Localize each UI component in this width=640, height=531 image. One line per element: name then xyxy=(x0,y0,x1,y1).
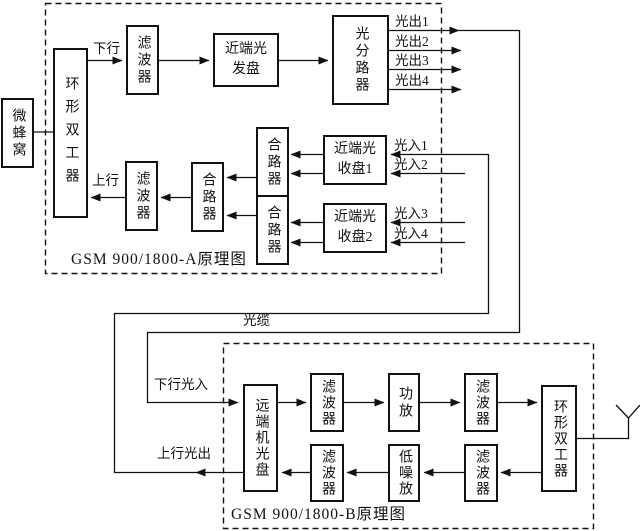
block-filter-uplink-a: 滤波器 xyxy=(125,161,158,231)
label-optical-out-4: 光出4 xyxy=(395,73,429,88)
block-filter-tx-in: 滤波器 xyxy=(310,373,344,432)
label-uplink: 上行 xyxy=(92,173,119,188)
block-near-end-optical-rx1: 近端光 收盘1 xyxy=(323,135,387,185)
block-power-amp-label: 功放 xyxy=(397,385,412,420)
block-filter-rx-out: 滤波器 xyxy=(310,444,344,502)
block-combiner-lower: 合路器 xyxy=(256,195,289,265)
block-remote-optical-unit-label: 远端机光盘 xyxy=(253,398,269,478)
label-optical-out-3: 光出3 xyxy=(395,53,429,68)
block-combiner-main-label: 合路器 xyxy=(200,171,216,223)
block-filter-rx-out-label: 滤波器 xyxy=(320,449,335,497)
block-combiner-main: 合路器 xyxy=(191,162,224,232)
block-filter-tx-out-label: 滤波器 xyxy=(474,378,489,427)
block-near-end-optical-tx-label: 近端光 发盘 xyxy=(225,41,267,77)
block-near-end-optical-rx2-label: 近端光 收盘2 xyxy=(334,209,376,245)
block-ring-duplexer-b: 环形双工器 xyxy=(541,385,577,492)
section-b-title: GSM 900/1800-B原理图 xyxy=(231,506,407,523)
label-optical-out-1: 光出1 xyxy=(395,14,429,29)
block-ring-duplexer-b-label: 环形双工器 xyxy=(552,398,567,479)
block-filter-downlink-a-label: 滤波器 xyxy=(135,34,151,86)
block-filter-rx-in-label: 滤波器 xyxy=(474,449,489,497)
block-combiner-upper-label: 合路器 xyxy=(265,136,281,188)
block-low-noise-amp-label: 低噪放 xyxy=(397,449,412,497)
block-micro-cell-label: 微蜂窝 xyxy=(10,107,26,159)
label-downlink-optical-in: 下行光入 xyxy=(154,377,208,392)
block-micro-cell: 微蜂窝 xyxy=(1,98,34,168)
block-ring-duplexer-a-label: 环形双工器 xyxy=(63,75,79,191)
block-filter-rx-in: 滤波器 xyxy=(464,444,498,502)
section-a-title: GSM 900/1800-A原理图 xyxy=(71,251,247,268)
block-filter-downlink-a: 滤波器 xyxy=(126,25,159,95)
block-low-noise-amp: 低噪放 xyxy=(388,444,420,502)
block-near-end-optical-tx: 近端光 发盘 xyxy=(213,33,279,87)
block-remote-optical-unit: 远端机光盘 xyxy=(243,384,278,492)
wire-fiber-downlink-run xyxy=(146,29,521,407)
block-optical-splitter: 光分路器 xyxy=(332,15,389,105)
label-optical-out-2: 光出2 xyxy=(395,34,429,49)
block-optical-splitter-label: 光分路器 xyxy=(353,26,369,94)
label-optical-in-4: 光入4 xyxy=(394,226,428,241)
label-uplink-optical-out: 上行光出 xyxy=(157,446,211,461)
section-b-dashed-frame xyxy=(222,342,595,530)
wire-fiber-uplink-run xyxy=(113,150,490,474)
antenna-icon xyxy=(577,404,640,440)
label-optical-in-3: 光入3 xyxy=(394,206,428,221)
block-filter-tx-out: 滤波器 xyxy=(464,373,498,432)
block-near-end-optical-rx2: 近端光 收盘2 xyxy=(323,203,387,253)
block-power-amp: 功放 xyxy=(388,373,420,432)
block-filter-tx-in-label: 滤波器 xyxy=(320,378,335,427)
block-ring-duplexer-a: 环形双工器 xyxy=(53,48,88,218)
section-a-dashed-frame xyxy=(44,2,443,275)
label-optical-in-1: 光入1 xyxy=(394,138,428,153)
block-combiner-upper: 合路器 xyxy=(256,127,289,197)
block-combiner-lower-label: 合路器 xyxy=(265,204,281,256)
block-filter-uplink-a-label: 滤波器 xyxy=(134,170,150,222)
label-optical-cable: 光缆 xyxy=(243,313,270,328)
block-near-end-optical-rx1-label: 近端光 收盘1 xyxy=(334,141,376,177)
label-downlink: 下行 xyxy=(93,41,120,56)
label-optical-in-2: 光入2 xyxy=(394,157,428,172)
